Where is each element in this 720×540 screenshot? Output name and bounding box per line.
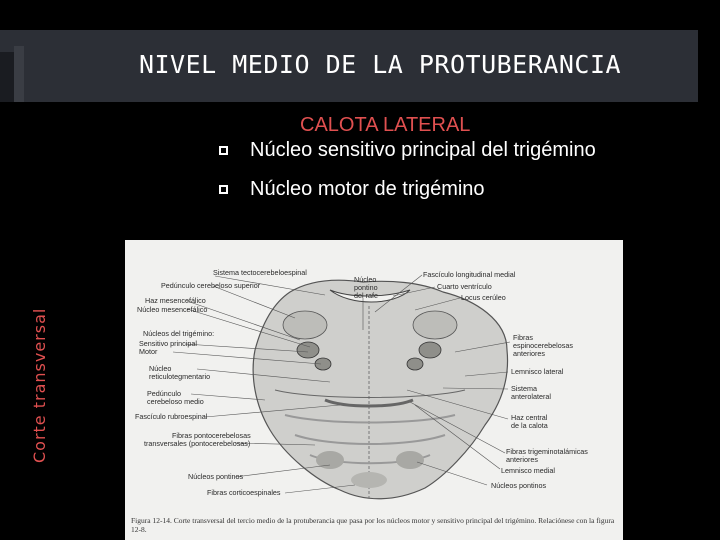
bullet-item: Núcleo sensitivo principal del trigémino bbox=[218, 138, 618, 163]
figure-label: Sistema tectocerebeloespinal bbox=[213, 269, 307, 277]
bullet-square-icon bbox=[218, 184, 229, 195]
bullet-square-icon bbox=[218, 145, 229, 156]
figure-label: anteriores bbox=[506, 456, 538, 464]
bullet-text: Núcleo sensitivo principal del trigémino bbox=[250, 139, 596, 161]
figure-label: Núcleos del trigémino: bbox=[143, 330, 214, 338]
bullet-text: Núcleo motor de trigémino bbox=[250, 178, 485, 200]
figure-label: anterolateral bbox=[511, 393, 551, 401]
figure-label: Pedúnculo cerebeloso superior bbox=[161, 282, 260, 290]
anatomy-figure: Sistema tectocerebeloespinal Pedúnculo c… bbox=[125, 240, 623, 540]
figure-label: Cuarto ventrículo bbox=[437, 283, 492, 291]
figure-label: Fascículo longitudinal medial bbox=[423, 271, 515, 279]
figure-label: Motor bbox=[139, 348, 157, 356]
figure-label: Núcleos pontinos bbox=[491, 482, 546, 490]
bullet-item: Núcleo motor de trigémino bbox=[218, 177, 618, 202]
figure-label: Núcleos pontinos bbox=[188, 473, 243, 481]
figure-label: Núcleo mesencefálico bbox=[137, 306, 207, 314]
figure-label: anteriores bbox=[513, 350, 545, 358]
figure-label: cerebeloso medio bbox=[147, 398, 204, 406]
figure-label: Lemnisco medial bbox=[501, 467, 555, 475]
slide-title: NIVEL MEDIO DE LA PROTUBERANCIA bbox=[0, 30, 720, 102]
figure-label: del rafe bbox=[354, 292, 378, 300]
figure-label: reticulotegmentario bbox=[149, 373, 210, 381]
bullet-list: Núcleo sensitivo principal del trigémino… bbox=[218, 138, 618, 202]
figure-label: transversales (pontocerebelosas) bbox=[144, 440, 250, 448]
slide-subtitle: CALOTA LATERAL bbox=[300, 114, 470, 137]
figure-label: Haz mesencefálico bbox=[145, 297, 206, 305]
figure-label: Fascículo rubroespinal bbox=[135, 413, 207, 421]
side-label: Corte transversal bbox=[30, 308, 49, 463]
figure-label: de la calota bbox=[511, 422, 548, 430]
figure-caption: Figura 12-14. Corte transversal del terc… bbox=[131, 516, 617, 534]
figure-label: Fibras corticoespinales bbox=[207, 489, 281, 497]
figure-label: Lemnisco lateral bbox=[511, 368, 563, 376]
figure-label: Locus cerúleo bbox=[461, 294, 506, 302]
